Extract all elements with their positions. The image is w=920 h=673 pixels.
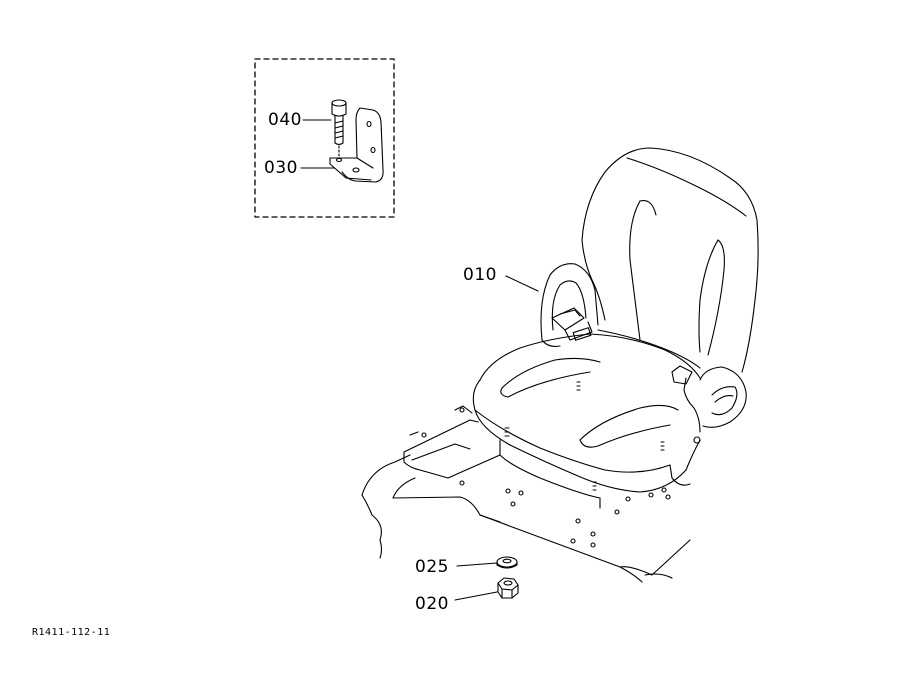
callout-bolt: 040 [268,110,302,130]
seat-assembly [473,148,758,508]
callout-washer: 025 [415,557,449,577]
bolt-part [332,100,346,158]
detail-inset-box [255,59,394,217]
leader-line-seat [506,276,538,291]
callout-seat: 010 [463,265,497,285]
leader-line-washer [457,563,497,566]
leader-line-nut [455,592,497,600]
washer-part [497,557,517,568]
document-code: R1411-112-11 [32,627,111,638]
callout-nut: 020 [415,594,449,614]
bracket-part [330,108,383,182]
nut-part [498,578,518,598]
vehicle-floor-outline [362,406,690,582]
callout-bracket: 030 [264,158,298,178]
